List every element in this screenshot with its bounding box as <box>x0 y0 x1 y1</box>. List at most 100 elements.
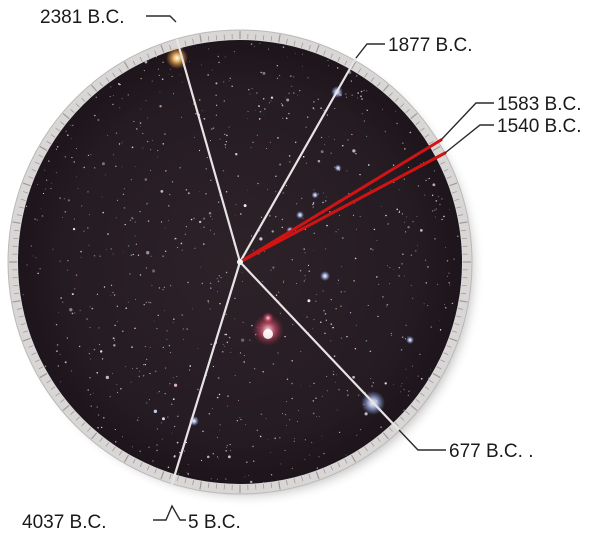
scale-tick <box>458 308 464 310</box>
background-star <box>346 170 348 172</box>
scale-tick <box>105 442 110 447</box>
background-star <box>88 353 90 355</box>
background-star <box>307 77 309 79</box>
background-star <box>189 60 190 62</box>
scale-tick <box>344 60 348 66</box>
background-star <box>386 305 388 307</box>
background-star <box>304 228 306 231</box>
scale-tick <box>118 450 123 456</box>
background-star <box>446 275 449 277</box>
background-star <box>427 305 429 307</box>
background-star <box>254 46 256 48</box>
background-star <box>112 103 114 105</box>
background-star <box>37 184 39 185</box>
background-star <box>99 255 101 257</box>
background-star <box>325 319 327 321</box>
background-star <box>296 420 299 423</box>
background-star <box>291 259 293 261</box>
background-star <box>88 244 90 246</box>
scale-tick <box>70 109 75 114</box>
scale-tick <box>18 206 24 209</box>
background-star <box>272 266 275 269</box>
background-star <box>225 333 228 336</box>
background-star <box>210 287 212 289</box>
leader-lines <box>146 15 494 521</box>
background-star <box>370 248 372 250</box>
background-star <box>225 450 228 452</box>
scale-tick <box>38 154 44 158</box>
background-star <box>276 65 279 67</box>
background-star <box>322 192 324 194</box>
scale-tick <box>308 473 311 479</box>
background-star <box>270 96 274 99</box>
background-star <box>439 203 441 205</box>
background-star <box>271 230 274 233</box>
background-star <box>443 303 445 305</box>
background-star <box>46 179 48 181</box>
background-star <box>124 223 126 226</box>
background-star <box>193 217 195 220</box>
background-star <box>199 191 201 193</box>
background-star <box>277 291 280 293</box>
scale-tick <box>460 292 466 295</box>
background-star <box>234 318 236 320</box>
background-star <box>367 304 369 307</box>
background-star <box>195 112 197 115</box>
background-star <box>231 348 233 349</box>
background-star <box>369 189 371 191</box>
background-star <box>138 375 141 378</box>
background-star <box>315 397 317 399</box>
background-star <box>225 271 228 274</box>
background-star <box>252 445 254 448</box>
background-star <box>225 140 228 143</box>
scale-tick <box>415 399 420 403</box>
background-star <box>312 400 315 402</box>
leader-1877 <box>355 43 385 59</box>
background-star <box>284 335 286 338</box>
background-star <box>135 128 138 130</box>
background-star <box>404 338 406 340</box>
scale-tick <box>420 127 425 132</box>
background-star <box>301 65 303 67</box>
background-star <box>340 291 343 293</box>
scale-tick <box>28 345 34 348</box>
background-star <box>320 107 322 109</box>
background-star <box>95 96 98 99</box>
background-star <box>164 310 165 311</box>
background-star <box>304 252 306 254</box>
year-labels: 2381 B.C. 1877 B.C. 1583 B.C. 1540 B.C. … <box>22 7 582 533</box>
red-direction-lines <box>238 138 447 264</box>
background-star <box>312 327 314 329</box>
background-star <box>355 228 357 230</box>
background-star <box>393 269 395 270</box>
background-star <box>312 107 315 109</box>
background-star <box>139 274 142 276</box>
background-star <box>59 197 61 199</box>
background-star <box>354 257 357 260</box>
background-star <box>234 215 236 216</box>
background-star <box>262 370 264 373</box>
background-star <box>144 178 148 181</box>
background-star <box>287 56 288 58</box>
scale-tick <box>34 359 40 363</box>
scale-tick <box>301 476 304 482</box>
background-star <box>427 178 429 180</box>
background-star <box>324 313 327 315</box>
background-star <box>83 166 85 169</box>
scale-tick <box>315 471 320 480</box>
background-star <box>367 164 370 166</box>
background-star <box>312 202 315 204</box>
background-star <box>103 286 106 288</box>
background-star <box>142 374 145 377</box>
background-star <box>225 191 228 193</box>
background-star <box>386 303 389 306</box>
background-star <box>405 368 407 370</box>
background-star <box>229 450 231 451</box>
background-star <box>359 215 361 218</box>
background-star <box>109 395 111 398</box>
scale-tick <box>315 44 320 53</box>
background-star <box>243 204 247 208</box>
scale-tick <box>286 38 288 44</box>
background-star <box>97 414 100 416</box>
background-star <box>361 113 363 115</box>
